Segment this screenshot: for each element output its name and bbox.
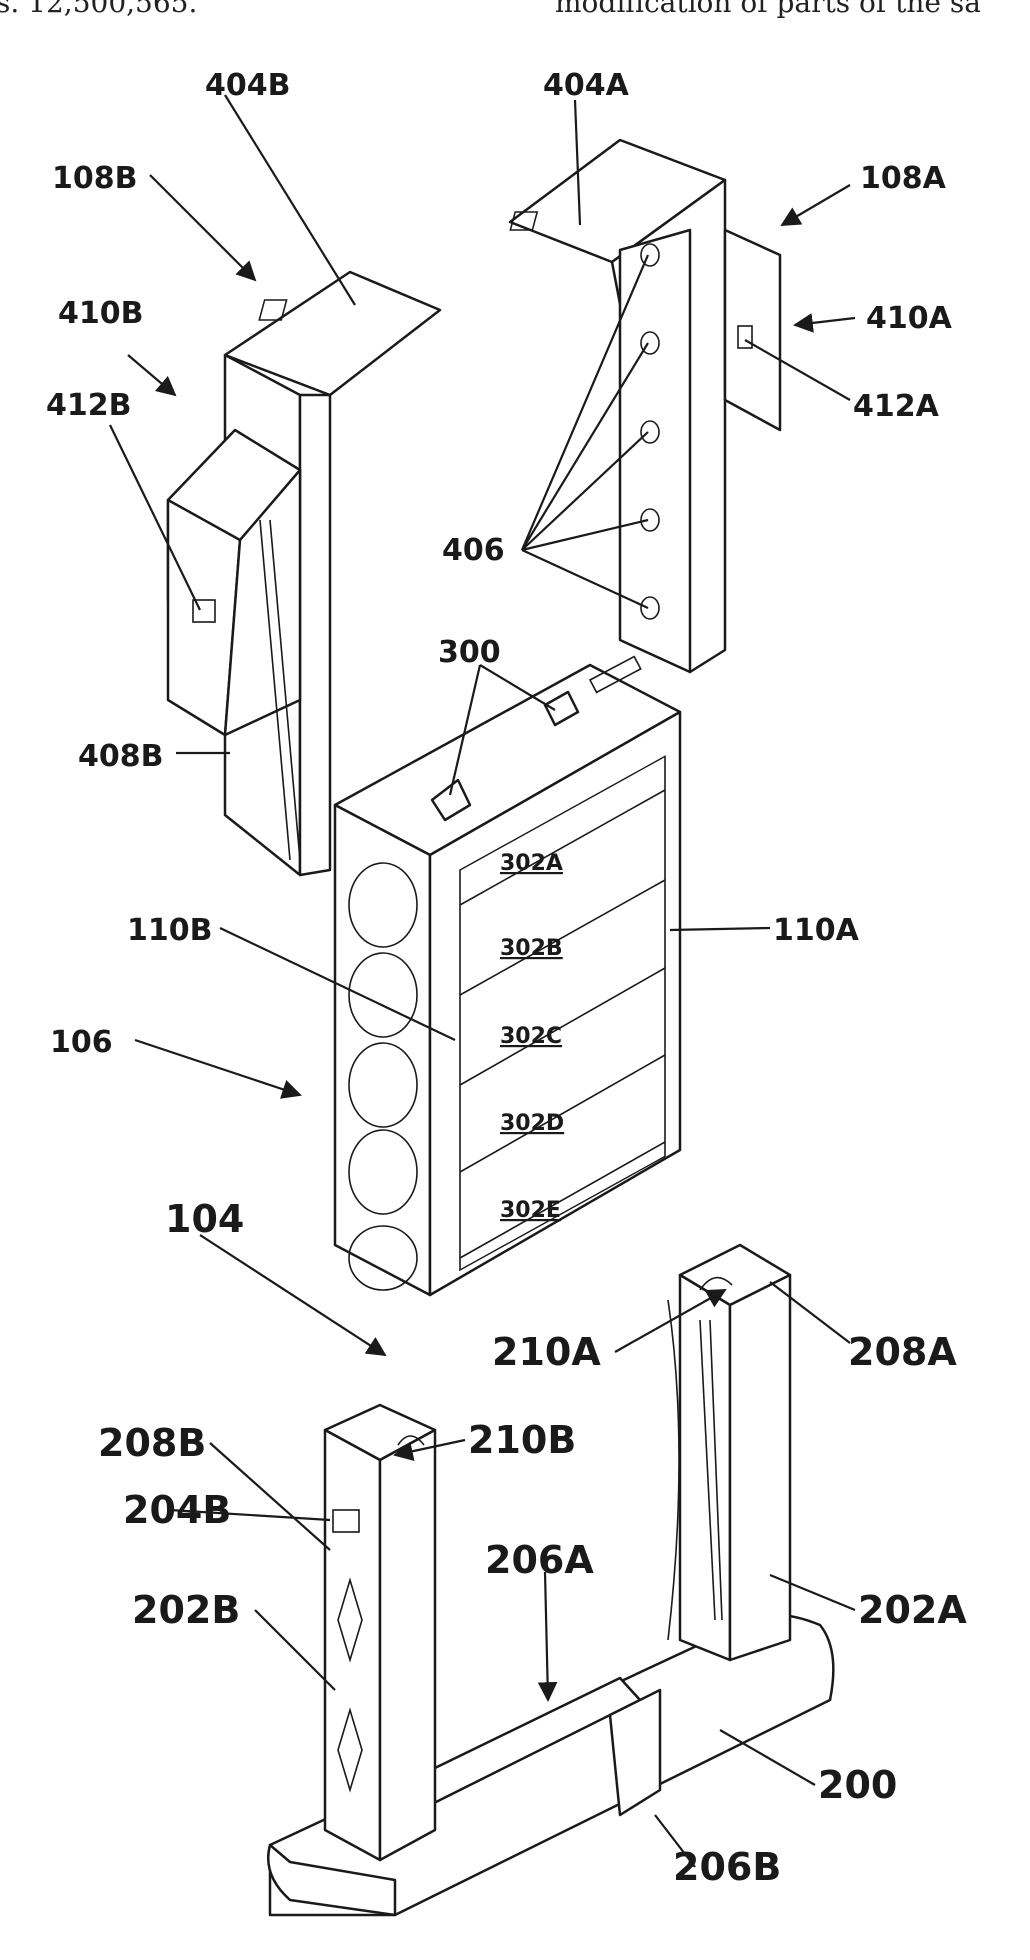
label-302E: 302E [500,1198,561,1223]
label-206B: 206B [673,1845,781,1889]
label-210A: 210A [492,1330,601,1374]
label-404A: 404A [543,68,630,103]
bracket-108A [510,140,780,672]
label-110A: 110A [773,913,860,948]
label-202A: 202A [858,1588,967,1632]
label-204B: 204B [123,1488,231,1532]
label-302D: 302D [500,1111,564,1136]
header-left-fragment: s. 12,500,565. [0,0,197,19]
label-200: 200 [818,1763,897,1807]
label-410B: 410B [58,296,144,331]
label-302C: 302C [500,1024,562,1049]
label-404B: 404B [205,68,291,103]
label-302A: 302A [500,851,563,876]
label-208A: 208A [848,1330,957,1374]
label-208B: 208B [98,1421,206,1465]
label-206A: 206A [485,1538,594,1582]
label-410A: 410A [866,301,953,336]
label-302B: 302B [500,936,563,961]
label-408B: 408B [78,739,164,774]
label-300: 300 [438,635,501,670]
label-110B: 110B [127,913,213,948]
label-106: 106 [50,1025,113,1060]
label-406: 406 [442,533,505,568]
label-210B: 210B [468,1418,576,1462]
label-202B: 202B [132,1588,240,1632]
label-108A: 108A [860,161,947,196]
label-108B: 108B [52,161,138,196]
header-right-fragment: modification of parts of the sa [555,0,981,19]
label-412B: 412B [46,388,132,423]
label-412A: 412A [853,389,940,424]
label-104: 104 [165,1197,244,1241]
